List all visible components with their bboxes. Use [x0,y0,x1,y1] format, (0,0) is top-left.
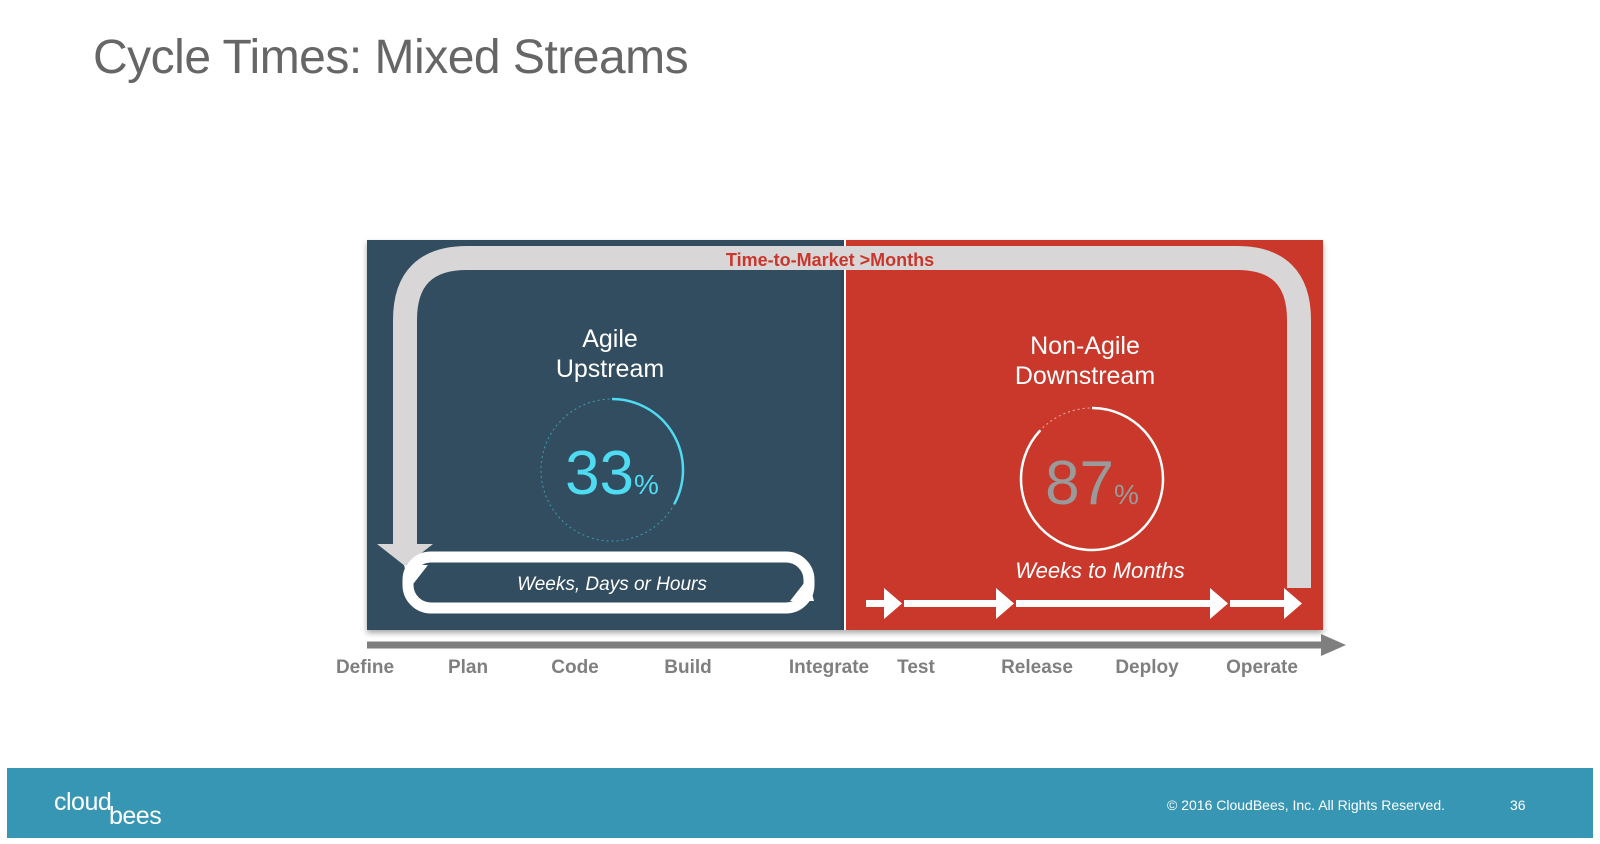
stage-label-build: Build [664,657,712,678]
stage-label-code: Code [551,657,599,678]
time-to-market-arrowhead [377,544,433,566]
stage-label-operate: Operate [1226,657,1298,678]
page-number: 36 [1510,797,1526,813]
time-to-market-loop [393,246,1311,588]
stage-label-release: Release [1001,657,1073,678]
non-agile-gauge-arc [1019,406,1165,552]
timeline-arrowhead [1321,634,1346,656]
logo-text-bees: bees [109,802,162,830]
non-agile-heading-line2: Downstream [1015,362,1155,390]
copyright-notice: © 2016 CloudBees, Inc. All Rights Reserv… [1167,797,1446,813]
non-agile-percent-sign: % [1114,479,1139,510]
agile-loop-arrowhead-left [404,565,428,588]
stage-label-integrate: Integrate [789,657,869,678]
stage-label-deploy: Deploy [1115,657,1179,678]
stage-label-define: Define [336,657,394,678]
agile-percent-sign: % [634,469,659,500]
non-agile-heading-line1: Non-Agile [1030,332,1140,360]
agile-gauge-arc [611,397,685,505]
logo-text-cloud: cloud [54,788,112,816]
non-agile-percent-value: 87 [1045,449,1114,518]
stage-label-test: Test [897,657,935,678]
agile-heading-line1: Agile [582,325,638,353]
non-agile-percent: 87% [1045,449,1139,518]
downstream-flow-arrows [866,588,1302,619]
non-agile-downstream-panel [845,240,1323,630]
stage-label-plan: Plan [448,657,488,678]
agile-percent-value: 33 [565,439,634,508]
agile-percent: 33% [565,439,659,508]
agile-loop-label: Weeks, Days or Hours [517,574,707,595]
time-to-market-label: Time-to-Market >Months [726,250,934,270]
agile-loop-arrowhead-right [790,578,814,601]
non-agile-flow-label: Weeks to Months [1015,558,1185,583]
cloudbees-logo: cloud bees [54,786,184,830]
agile-upstream-panel [367,240,845,630]
slide-title: Cycle Times: Mixed Streams [93,31,689,84]
footer-bar: cloud bees © 2016 CloudBees, Inc. All Ri… [7,768,1593,838]
agile-heading-line2: Upstream [556,355,664,383]
stage-labels: Define Plan Code Build Integrate Test Re… [336,657,1298,678]
